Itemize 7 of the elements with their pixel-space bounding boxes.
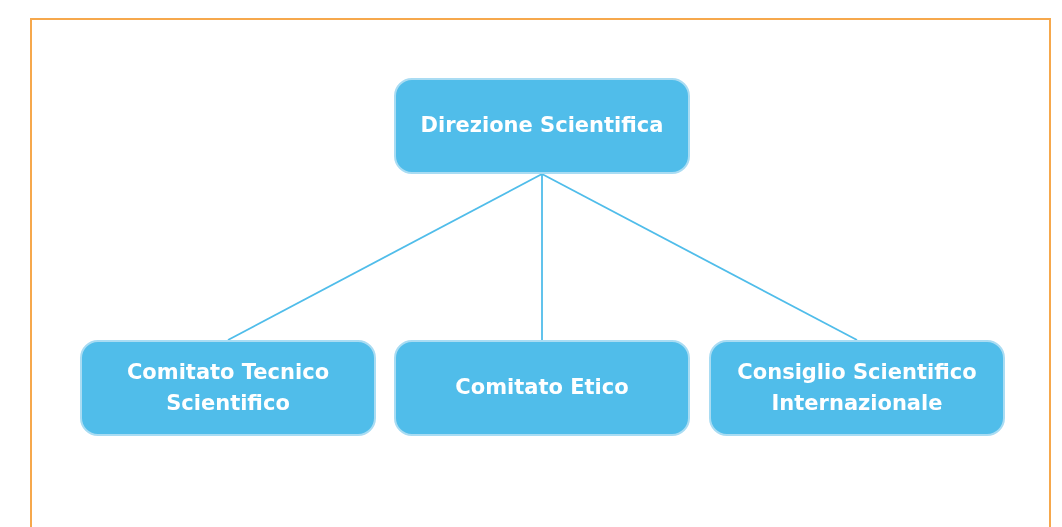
connector-line: [227, 173, 543, 341]
connector-line: [541, 173, 858, 341]
connector-line: [541, 173, 543, 341]
org-box: Direzione Scientifica: [394, 78, 690, 174]
org-box: Comitato Tecnico Scientifico: [80, 340, 376, 436]
org-box: Consiglio Scientifico Internazionale: [709, 340, 1005, 436]
org-box: Comitato Etico: [394, 340, 690, 436]
